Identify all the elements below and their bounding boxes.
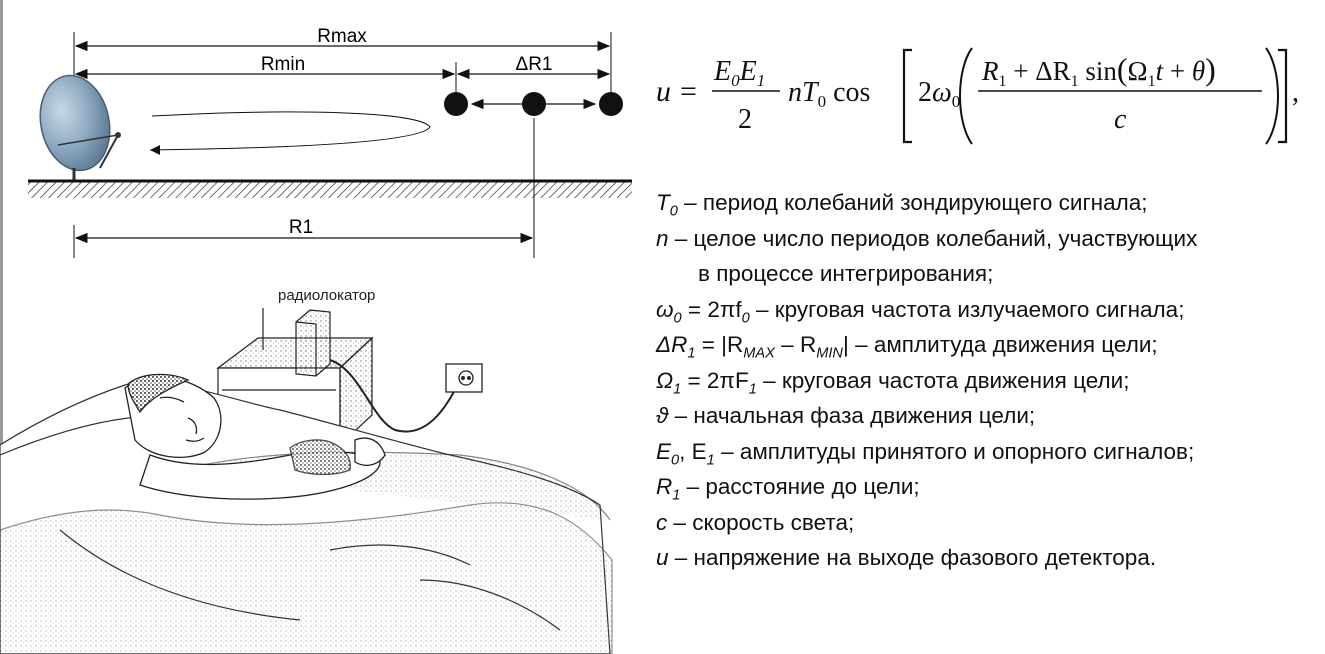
definition-row: ϑ – начальная фаза движения цели; — [656, 403, 1036, 428]
svg-text:2: 2 — [738, 104, 752, 135]
formula-tail: , — [1292, 77, 1299, 108]
definition-row: E0, E1 – амплитуды принятого и опорного … — [656, 438, 1195, 468]
formula-mid: nT0 cos — [788, 77, 870, 111]
definition-row: Ω1 = 2πF1 – круговая частота движения це… — [656, 367, 1130, 397]
ranging-diagram: Rmax Rmin ΔR1 R1 — [28, 26, 632, 258]
svg-text:c: c — [1114, 104, 1127, 135]
target-far — [599, 92, 623, 116]
definition-row: n – целое число периодов колебаний, учас… — [656, 225, 1198, 251]
rmax-label: Rmax — [317, 26, 367, 47]
formula-fraction-range: R1 + ΔR1 sin(Ω1t + θ) c — [978, 51, 1262, 135]
sleeping-person-sketch — [0, 308, 613, 654]
definition-row: ω0 = 2πf0 – круговая частота излучаемого… — [656, 296, 1185, 326]
radar-device — [262, 308, 331, 377]
definition-row: R1 – расстояние до цели; — [656, 474, 920, 504]
rmin-label: Rmin — [261, 54, 305, 75]
formula-eq: = — [680, 75, 697, 108]
svg-text:R1 + ΔR1 sin(Ω1t + θ): R1 + ΔR1 sin(Ω1t + θ) — [981, 51, 1216, 90]
definition-row: ΔR1 = |RMAX – RMIN| – амплитуда движения… — [656, 332, 1158, 362]
definitions-list: T0 – период колебаний зондирующего сигна… — [656, 185, 1321, 576]
wall-socket — [445, 363, 483, 393]
left-border — [0, 0, 3, 654]
definition-row: u – напряжение на выходе фазового детект… — [656, 545, 1157, 570]
delta-r1-label: ΔR1 — [516, 54, 553, 75]
echo-wave — [149, 111, 431, 151]
formula-lhs: u — [656, 75, 671, 108]
bed — [0, 382, 613, 654]
dish-antenna — [39, 74, 121, 180]
power-cable — [329, 359, 461, 433]
definition-row: в процессе интегрирования; — [698, 261, 994, 286]
definition-row: c – скорость света; — [656, 509, 855, 535]
formula-fraction-amplitudes: E0E1 2 — [712, 56, 780, 135]
sleeping-person — [124, 373, 386, 500]
r1-label: R1 — [289, 217, 313, 238]
svg-text:E0E1: E0E1 — [713, 56, 765, 90]
definition-row: T0 – период колебаний зондирующего сигна… — [656, 190, 1148, 220]
phase-detector-formula: u = E0E1 2 nT0 cos 2ω0 R1 + ΔR1 sin(Ω1t … — [656, 47, 1299, 145]
formula-coef: 2ω0 — [918, 77, 960, 111]
ground-hatch — [28, 182, 632, 198]
target-near — [444, 92, 468, 116]
radar-caption: радиолокатор — [278, 287, 376, 304]
